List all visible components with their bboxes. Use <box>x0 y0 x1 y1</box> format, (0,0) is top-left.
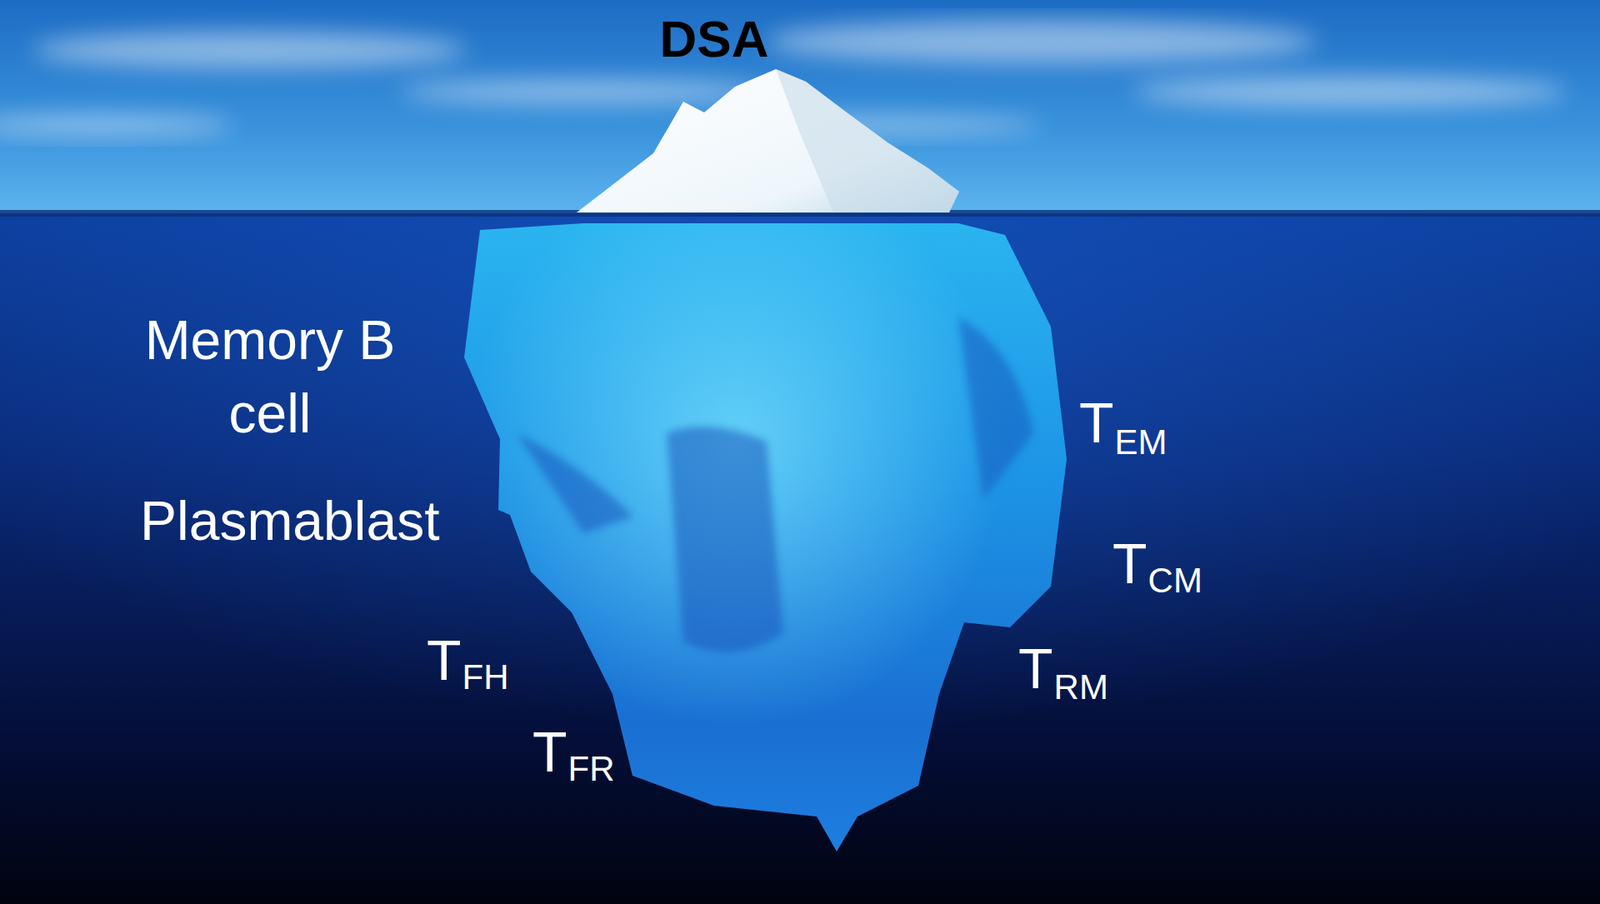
t-cell-letter: T <box>1112 535 1148 592</box>
t-cell-subscript: RM <box>1054 670 1109 705</box>
t-cell-letter: T <box>426 631 462 689</box>
t-cell-subscript: EM <box>1115 425 1168 460</box>
t-cell-subscript: FR <box>568 751 615 787</box>
t-cell-subscript: CM <box>1148 563 1203 599</box>
t-cell-subscript: FH <box>462 660 510 695</box>
t-cell-letter: T <box>1018 640 1054 697</box>
cell-label: Plasmablast <box>140 493 440 549</box>
cell-label: Memory B cell <box>132 303 408 450</box>
title: DSA <box>660 13 770 65</box>
t-cell-letter: T <box>532 723 568 780</box>
t-cell-letter: T <box>1079 394 1115 451</box>
